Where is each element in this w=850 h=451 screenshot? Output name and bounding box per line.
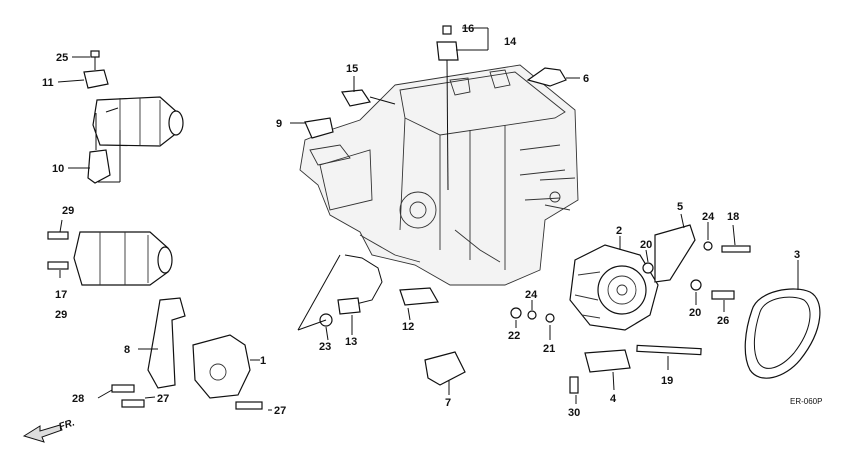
callout-9: 9: [276, 118, 282, 130]
callout-19: 19: [661, 375, 673, 387]
callout-17: 17: [55, 289, 67, 301]
callout-22: 22: [508, 330, 520, 342]
callout-26: 26: [717, 315, 729, 327]
starter-motor-upper: [83, 50, 184, 184]
cable-and-brackets: [319, 254, 466, 386]
callout-29-bottom: 29: [55, 309, 67, 321]
sensors: [304, 25, 459, 191]
callout-28: 28: [72, 393, 84, 405]
callout-6: 6: [583, 73, 589, 85]
callout-7: 7: [445, 397, 451, 409]
callout-27-right: 27: [274, 405, 286, 417]
callout-3: 3: [794, 249, 800, 261]
callout-25: 25: [56, 52, 68, 64]
callout-12: 12: [402, 321, 414, 333]
front-arrow-icon: [22, 424, 63, 443]
callout-20-right: 20: [689, 307, 701, 319]
callout-16: 16: [462, 23, 474, 35]
front-label: FR.: [58, 417, 77, 432]
callout-30: 30: [568, 407, 580, 419]
callout-24-right: 24: [702, 211, 715, 223]
callout-24-left: 24: [525, 289, 538, 301]
callout-1: 1: [260, 355, 266, 367]
alternator: [510, 224, 751, 394]
callout-2: 2: [616, 225, 622, 237]
leader-lines: [57, 27, 799, 411]
callout-29-top: 29: [62, 205, 74, 217]
callout-20-left: 20: [640, 239, 652, 251]
callout-13: 13: [345, 336, 357, 348]
callout-10: 10: [52, 163, 64, 175]
callout-11: 11: [42, 77, 54, 89]
callout-4: 4: [610, 393, 617, 405]
callout-8: 8: [124, 344, 130, 356]
engine-block: [299, 64, 579, 286]
starter-brackets: [111, 297, 263, 410]
cover-part-6: [526, 67, 567, 87]
diagram-code: ER-060P: [790, 397, 822, 406]
drive-belt: [744, 288, 821, 379]
callout-numbers: 25 11 10 29 17 29 8 1 28 27 27 9 15 16 1…: [42, 23, 800, 419]
callout-15: 15: [346, 63, 358, 75]
starter-motor-lower: [47, 231, 173, 286]
callout-5: 5: [677, 201, 683, 213]
callout-14: 14: [504, 36, 517, 48]
callout-27-left: 27: [157, 393, 169, 405]
callout-21: 21: [543, 343, 555, 355]
callout-23: 23: [319, 341, 331, 353]
callout-18: 18: [727, 211, 739, 223]
front-direction-indicator: FR.: [22, 417, 77, 443]
